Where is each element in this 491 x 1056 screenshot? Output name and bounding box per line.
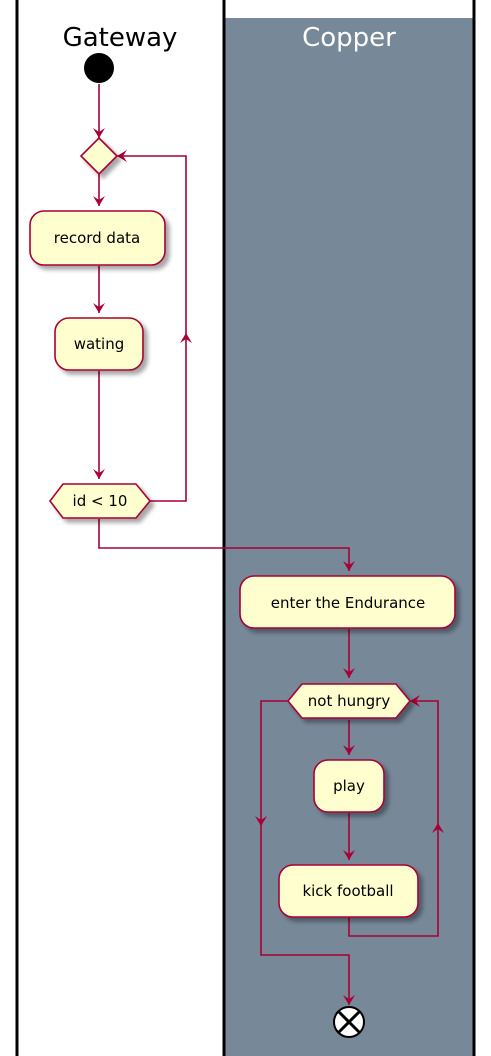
activity-record-data-label: record data (54, 229, 140, 247)
activity-play-label: play (333, 777, 365, 795)
activity-kick-football-label: kick football (302, 882, 393, 900)
arrowhead (180, 333, 192, 343)
activity-waiting-label: wating (74, 335, 125, 353)
arrowhead (343, 745, 355, 755)
arrowhead (93, 469, 105, 479)
repeat-condition-hexagon (48, 483, 152, 519)
activity-waiting (54, 317, 144, 371)
repeat-condition-label: id < 10 (73, 492, 128, 510)
arrowhead (410, 695, 420, 707)
arrowhead (93, 196, 105, 206)
arrowhead (432, 823, 444, 833)
activity-play (313, 759, 385, 813)
arrowhead (93, 303, 105, 313)
lane-title-gateway: Gateway (63, 23, 178, 53)
activity-kick-football (278, 864, 419, 918)
arrowhead (343, 995, 355, 1005)
edge-while-exit (260, 700, 350, 1005)
while-condition-hexagon (286, 683, 412, 719)
activity-enter-endurance-label: enter the Endurance (271, 594, 426, 612)
arrowhead (343, 668, 355, 678)
arrowhead (117, 150, 127, 162)
arrowhead (93, 128, 105, 138)
arrowhead (343, 561, 355, 571)
activity-record-data (29, 210, 166, 266)
while-condition-label: not hungry (308, 692, 391, 710)
lane-title-copper: Copper (302, 23, 396, 53)
arrowhead (343, 850, 355, 860)
arrowhead (255, 816, 267, 826)
edge-condition-to-enter (98, 519, 350, 571)
edge-kick-loop-back (348, 700, 439, 937)
repeat-merge-diamond (79, 136, 119, 176)
end-node-icon (333, 1006, 365, 1038)
activity-enter-endurance (239, 575, 456, 629)
start-node-icon (84, 53, 114, 83)
edge-loop-back (117, 155, 187, 502)
